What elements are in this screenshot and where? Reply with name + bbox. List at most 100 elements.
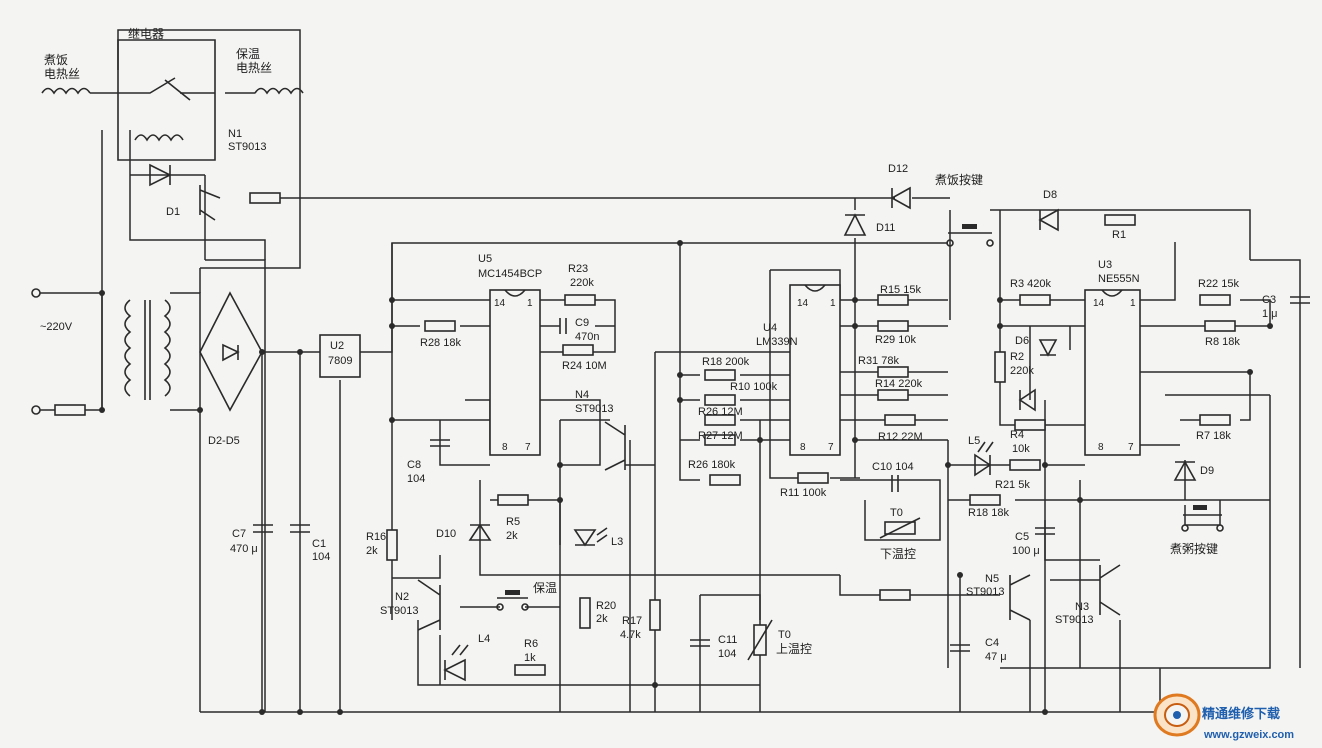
- label-cook-key: 煮饭按键: [935, 173, 983, 187]
- label-low-temp: 下温控: [880, 547, 916, 561]
- pin-u4-14: 14: [797, 298, 809, 309]
- resistor-r17: [649, 599, 661, 631]
- resistor-r1: [1104, 214, 1136, 226]
- label-r29: R29 10k: [875, 334, 916, 346]
- label-r31: R31 78k: [858, 355, 899, 367]
- label-r23: R23: [568, 263, 588, 275]
- resistor-r16: [386, 529, 398, 561]
- transistor-n3: [1099, 564, 1121, 616]
- label-r20-val: 2k: [596, 613, 608, 625]
- label-porridge-key: 煮粥按键: [1170, 542, 1218, 556]
- porridge-key-switch: [1181, 505, 1224, 532]
- capacitor-c9: [559, 318, 567, 334]
- label-u3: U3: [1098, 259, 1112, 271]
- capacitor-c4: [950, 644, 970, 652]
- transistor-n1: [199, 185, 221, 221]
- label-c8-val: 104: [407, 473, 425, 485]
- label-c3: C3: [1262, 294, 1276, 306]
- label-d6: D6: [1015, 335, 1029, 347]
- label-d9: D9: [1200, 465, 1214, 477]
- diode-d8: [1038, 208, 1059, 232]
- bridge-rectifier: [199, 291, 263, 412]
- diode-d7: [1018, 388, 1036, 412]
- label-r5-val: 2k: [506, 530, 518, 542]
- label-c9: C9: [575, 317, 589, 329]
- label-relay: 继电器: [128, 27, 164, 41]
- watermark-url: www.gzweix.com: [1203, 729, 1294, 741]
- label-cook-heater-1: 煮饭: [44, 53, 68, 67]
- label-d12: D12: [888, 163, 908, 175]
- label-r22: R22 15k: [1198, 278, 1239, 290]
- label-d10: D10: [436, 528, 456, 540]
- ic-u5: [489, 289, 541, 456]
- resistor-r23: [564, 294, 596, 306]
- ic-u3: [1084, 289, 1141, 456]
- resistor-r2: [994, 351, 1006, 383]
- transformer: [124, 299, 171, 400]
- label-r17-val: 4.7k: [620, 629, 641, 641]
- label-t0-low: T0: [890, 507, 903, 519]
- label-n5: N5: [985, 573, 999, 585]
- keep-warm-switch: [496, 590, 529, 611]
- diode-d10: [468, 523, 492, 541]
- capacitor-c7: [253, 524, 273, 533]
- label-l4: L4: [478, 633, 490, 645]
- junction-dots: [99, 240, 1273, 715]
- label-c3-val: 1 μ: [1262, 308, 1278, 320]
- label-r26-180k: R26 180k: [688, 459, 736, 471]
- label-r4-val: 10k: [1012, 443, 1030, 455]
- label-r18-18k: R18 18k: [968, 507, 1009, 519]
- label-warm-heater-1: 保温: [236, 47, 260, 61]
- pin-u4-8: 8: [800, 442, 806, 453]
- capacitor-c1: [290, 524, 310, 533]
- pin-u5-14: 14: [494, 298, 506, 309]
- regulator-u2: [319, 334, 361, 378]
- resistors-u4-right: [877, 294, 916, 426]
- resistor-r6-left: [514, 664, 546, 676]
- label-keep-warm: 保温: [533, 581, 557, 595]
- label-c11: C11: [718, 634, 737, 646]
- watermark-site-name: 精通维修下载: [1202, 706, 1280, 722]
- label-t0-up: T0: [778, 629, 791, 641]
- watermark-logo-icon: [1153, 693, 1201, 737]
- label-r23-val: 220k: [570, 277, 594, 289]
- resistor-r4: [1014, 419, 1046, 431]
- label-r3: R3 420k: [1010, 278, 1051, 290]
- label-n4-part: ST9013: [575, 403, 614, 415]
- label-c7: C7: [232, 528, 246, 540]
- diode-d1: [149, 163, 172, 187]
- pin-u5-1: 1: [527, 298, 533, 309]
- label-c7-val: 470 μ: [230, 543, 258, 555]
- label-warm-heater-2: 电热丝: [236, 61, 272, 75]
- label-c1: C1: [312, 538, 326, 550]
- label-d8: D8: [1043, 189, 1057, 201]
- label-r12: R12 22M: [878, 431, 923, 443]
- resistor-r28: [424, 320, 456, 332]
- label-r16: R16: [366, 531, 386, 543]
- resistors-u4-left: [704, 369, 829, 486]
- label-r16-val: 2k: [366, 545, 378, 557]
- label-r20: R20: [596, 600, 616, 612]
- label-c9-val: 470n: [575, 331, 599, 343]
- warm-heater-coil: [225, 87, 304, 95]
- label-r7: R7 18k: [1196, 430, 1231, 442]
- label-bridge: D2-D5: [208, 435, 240, 447]
- watermark: 精通维修下载 www.gzweix.com: [1153, 693, 1294, 741]
- resistor-r20: [579, 597, 591, 629]
- relay: [117, 39, 216, 161]
- label-r10: R10 100k: [730, 381, 778, 393]
- led-l3: [573, 527, 608, 547]
- pin-u3-1: 1: [1130, 298, 1136, 309]
- resistor-r24: [562, 344, 594, 356]
- label-l5: L5: [968, 435, 980, 447]
- label-r4: R4: [1010, 429, 1024, 441]
- capacitor-c3: [1290, 296, 1310, 304]
- label-cook-heater-2: 电热丝: [44, 67, 80, 81]
- ac-terminals: [31, 288, 86, 416]
- label-r8: R8 18k: [1205, 336, 1240, 348]
- label-r28: R28 18k: [420, 337, 461, 349]
- transistor-n2: [417, 579, 441, 631]
- label-c5-val: 100 μ: [1012, 545, 1040, 557]
- label-r1: R1: [1112, 229, 1126, 241]
- led-l5: [974, 441, 994, 477]
